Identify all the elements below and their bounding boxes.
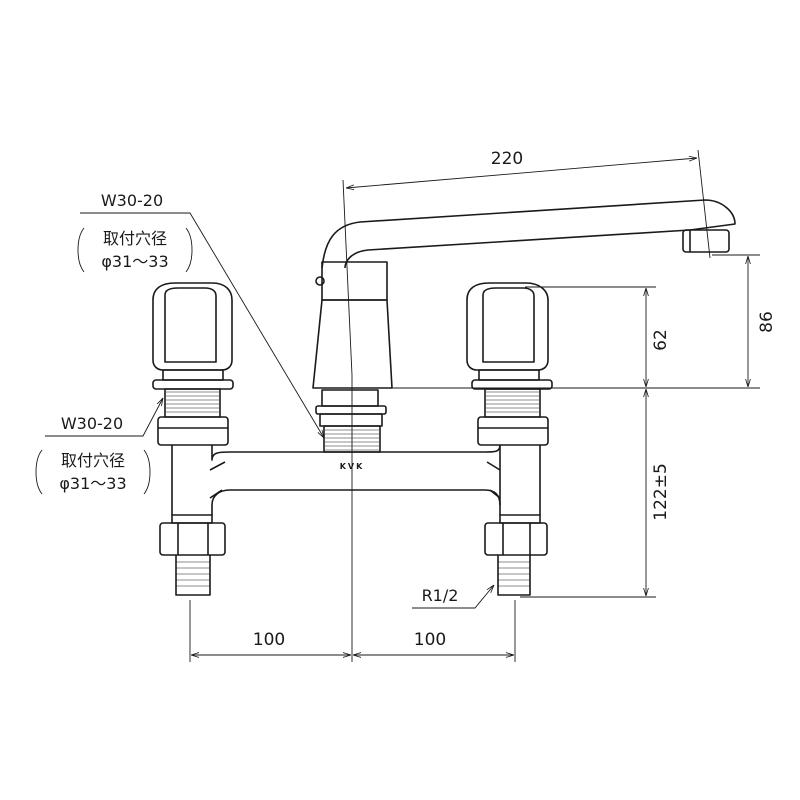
spout [321, 199, 736, 269]
dim-right-pitch: 100 [414, 630, 446, 650]
dim-left-pitch: 100 [253, 630, 285, 650]
right-handle [466, 282, 553, 446]
lower-hole-label: 取付穴径 [61, 451, 125, 470]
upper-hole-label: 取付穴径 [103, 229, 167, 248]
left-handle [152, 282, 234, 446]
kvk-logo: KVK [340, 462, 365, 471]
mixer-body [312, 261, 393, 453]
left-connector [159, 514, 226, 596]
lower-thread-label: W30-20 [61, 414, 123, 433]
dimension-lines [35, 149, 760, 662]
upper-thread-label: W30-20 [101, 191, 163, 210]
dim-handle-height: 62 [651, 329, 671, 351]
crossbar [171, 444, 541, 515]
dim-spout-reach: 220 [491, 149, 523, 169]
dim-spout-height: 86 [757, 311, 777, 333]
upper-hole-size: φ31～33 [101, 252, 168, 271]
pipe-thread-label: R1/2 [422, 586, 459, 605]
lower-hole-size: φ31～33 [59, 474, 126, 493]
right-connector [484, 514, 548, 596]
thread-hatching [166, 391, 539, 451]
dim-body-depth: 122±5 [651, 463, 671, 521]
